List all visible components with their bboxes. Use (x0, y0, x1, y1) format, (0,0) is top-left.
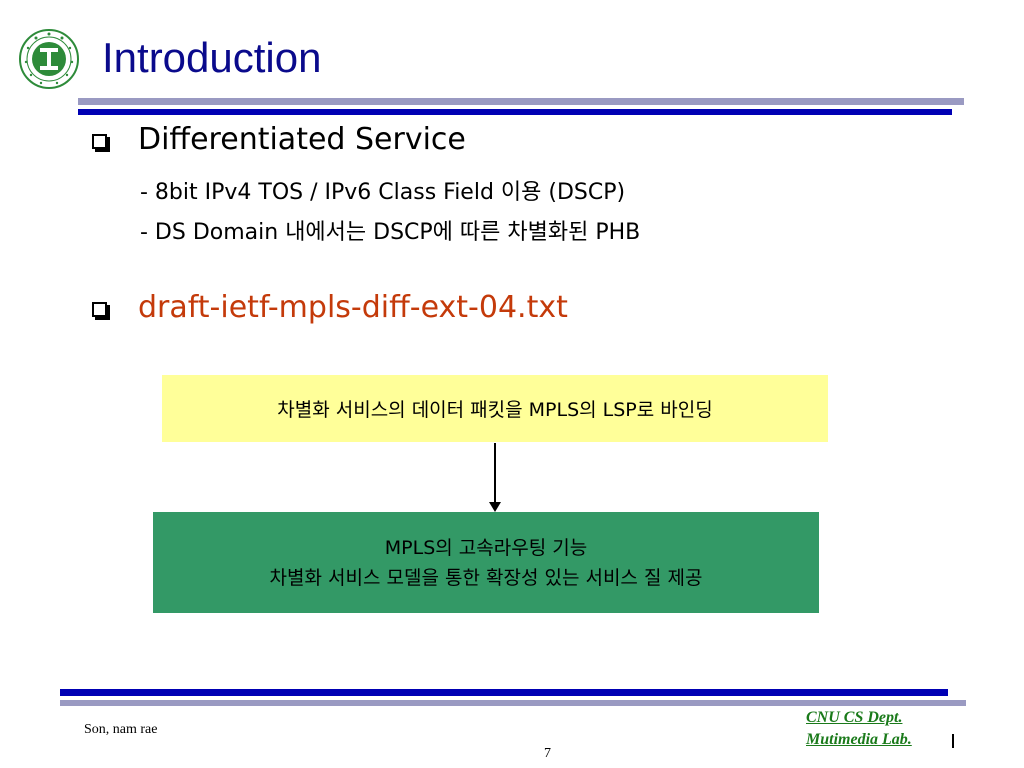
bullet-heading-draft: draft-ietf-mpls-diff-ext-04.txt (138, 290, 568, 325)
binding-box: 차별화 서비스의 데이터 패킷을 MPLS의 LSP로 바인딩 (162, 375, 828, 442)
page-number: 7 (544, 746, 551, 761)
binding-box-text: 차별화 서비스의 데이터 패킷을 MPLS의 LSP로 바인딩 (277, 399, 713, 421)
bottom-divider-gray (60, 700, 966, 706)
footer-mark (952, 734, 954, 748)
dept-line-1: CNU CS Dept. (806, 709, 903, 726)
checkbox-bullet-icon (92, 134, 107, 149)
down-arrow-line (494, 443, 496, 505)
down-arrow-icon (489, 502, 501, 512)
top-divider-gray (78, 98, 964, 105)
subitem-tos-field: - 8bit IPv4 TOS / IPv6 Class Field 이용 (D… (140, 180, 626, 205)
dept-line-2: Mutimedia Lab. (806, 731, 912, 748)
benefit-line-1: MPLS의 고속라우팅 기능 (384, 536, 588, 559)
benefit-line-2: 차별화 서비스 모델을 통한 확장성 있는 서비스 질 제공 (269, 566, 703, 589)
bullet-heading-diffserv: Differentiated Service (138, 122, 466, 157)
slide-title: Introduction (102, 34, 322, 81)
top-divider-blue (78, 109, 952, 115)
bottom-divider-blue (60, 689, 948, 696)
benefit-box: MPLS의 고속라우팅 기능 차별화 서비스 모델을 통한 확장성 있는 서비스… (153, 512, 819, 613)
university-seal-icon (19, 29, 79, 89)
subitem-ds-domain: - DS Domain 내에서는 DSCP에 따른 차별화된 PHB (140, 220, 641, 245)
checkbox-bullet-icon (92, 302, 107, 317)
footer-dept-logo: CNU CS Dept. Mutimedia Lab. (806, 707, 912, 751)
footer-author: Son, nam rae (84, 722, 158, 737)
